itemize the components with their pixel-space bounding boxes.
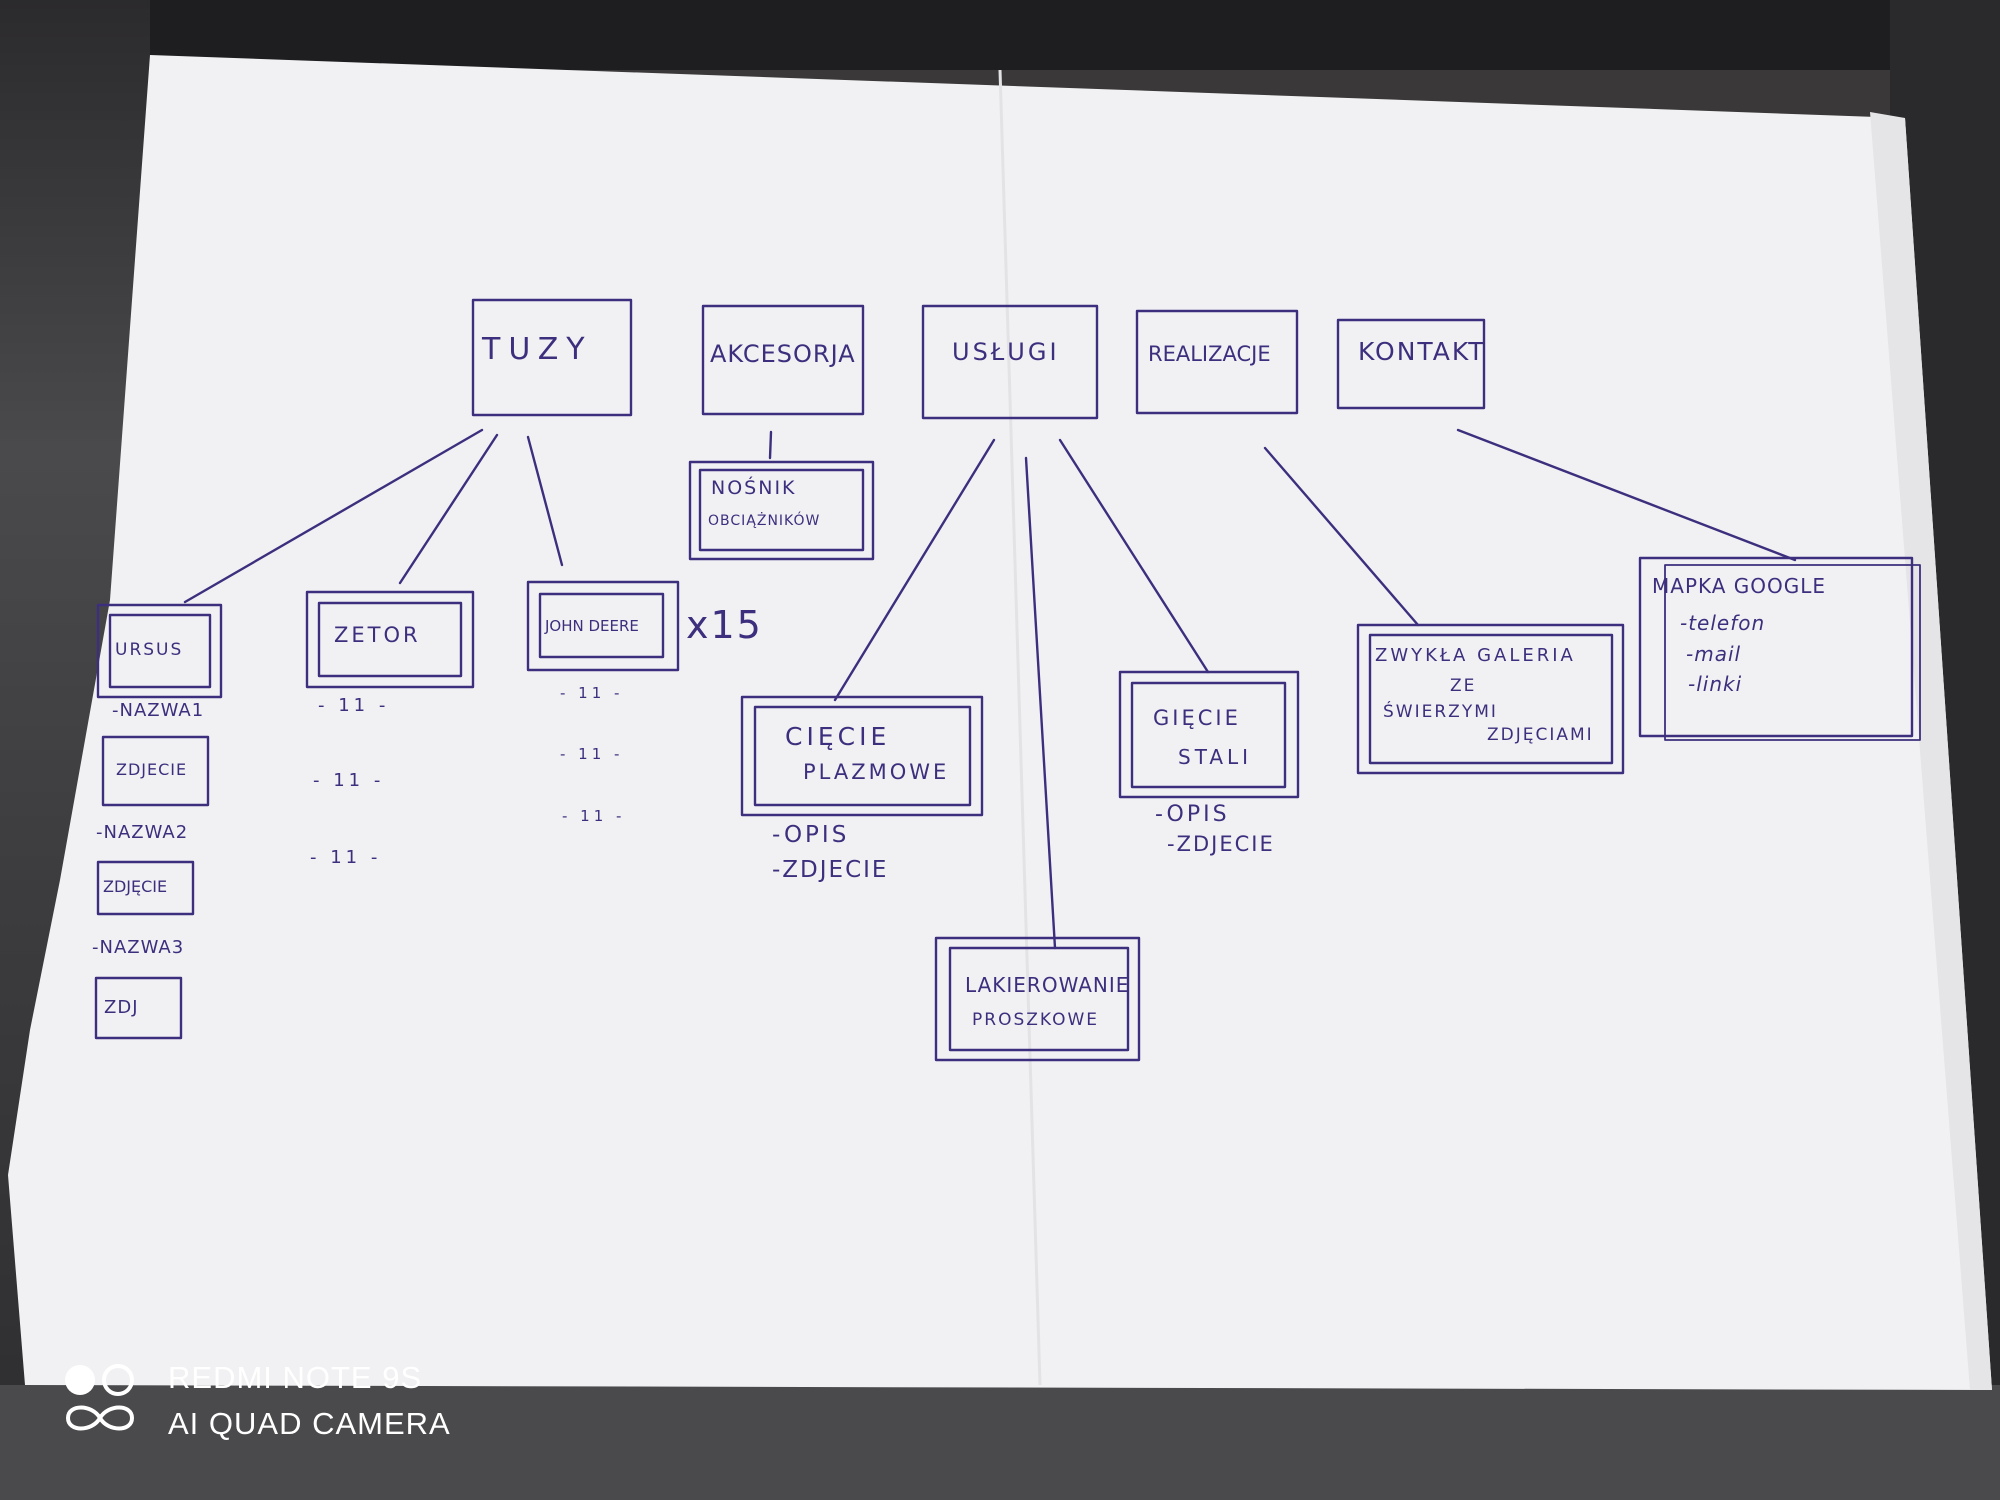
realizacje-label: REALIZACJE — [1148, 342, 1271, 366]
watermark-line1: REDMI NOTE 9S — [168, 1360, 423, 1395]
connector-tuzy-ursus — [183, 428, 484, 604]
tuzy-label: TUZY — [482, 332, 593, 367]
uslugi-label: USŁUGI — [952, 338, 1060, 366]
realizacje-box — [1135, 309, 1299, 415]
ciecie-line2: PLAZMOWE — [803, 760, 950, 784]
ursus-item-3: -NAZWA2 — [96, 822, 189, 843]
nosnik-box-inner — [698, 468, 865, 552]
ursus-box-inner — [108, 613, 212, 689]
akcesoria-label: AKCESORJA — [710, 340, 856, 368]
john-deere-item-3: - 11 - — [562, 807, 626, 825]
galeria-line2: ZE — [1450, 676, 1477, 696]
giecie-box-outer — [1118, 670, 1300, 799]
connector-tuzy-zetor — [398, 433, 499, 585]
zetor-box-outer — [305, 590, 475, 689]
watermark-text: REDMI NOTE 9S AI QUAD CAMERA — [168, 1355, 451, 1447]
connector-kontakt-mapka — [1456, 428, 1797, 562]
ursus-item-1: -NAZWA1 — [112, 700, 205, 721]
ciecie-box-outer — [740, 695, 984, 817]
lakierowanie-line2: PROSZKOWE — [972, 1010, 1100, 1030]
zetor-item-2: - 11 - — [313, 770, 385, 791]
zetor-box-inner — [317, 601, 463, 678]
ursus-photo-box-2 — [96, 860, 195, 916]
john-deere-box-inner — [538, 592, 665, 659]
table-surface-top — [0, 0, 2000, 70]
zetor-item-3: - 11 - — [310, 847, 382, 868]
ursus-photo-box-3 — [94, 976, 183, 1040]
john-deere-item-1: - 11 - — [560, 684, 624, 702]
ciecie-box-inner — [753, 705, 972, 807]
john-deere-multiplier: x15 — [686, 603, 763, 647]
galeria-line1: ZWYKŁA GALERIA — [1375, 645, 1576, 666]
john-deere-label: JOHN DEERE — [545, 617, 639, 635]
ursus-item-2: ZDJECIE — [116, 760, 188, 779]
connector-realizacje-galeria — [1263, 446, 1420, 627]
galeria-line4: ZDJĘCIAMI — [1487, 725, 1594, 745]
ursus-box-outer — [96, 603, 223, 699]
john-deere-item-2: - 11 - — [560, 745, 624, 763]
zetor-item-1: - 11 - — [318, 695, 390, 716]
giecie-item-2: -ZDJECIE — [1167, 832, 1275, 856]
ciecie-line1: CIĘCIE — [785, 722, 891, 751]
giecie-item-1: -OPIS — [1155, 802, 1230, 827]
paper-edge — [1870, 112, 1992, 1390]
lakierowanie-box-inner — [948, 946, 1130, 1052]
ursus-item-4: ZDJĘCIE — [103, 877, 168, 896]
lakierowanie-box-outer — [934, 936, 1141, 1062]
connector-uslugi-lakierowanie — [1024, 456, 1057, 950]
camera-logo-icon — [65, 1364, 135, 1431]
nosnik-box-outer — [688, 460, 875, 561]
connector-uslugi-ciecie — [833, 438, 996, 702]
giecie-box-inner — [1130, 681, 1287, 789]
ciecie-item-1: -OPIS — [772, 822, 850, 848]
giecie-line2: STALI — [1178, 745, 1253, 769]
john-deere-box-outer — [526, 580, 680, 672]
fabric-bottom — [0, 1385, 2000, 1500]
mapka-box — [1638, 556, 1914, 738]
galeria-box-inner — [1368, 633, 1614, 765]
galeria-box-outer — [1356, 623, 1625, 775]
zetor-label: ZETOR — [334, 623, 421, 647]
galeria-line3: ŚWIERZYMI — [1383, 702, 1498, 722]
connector-uslugi-giecie — [1058, 438, 1210, 674]
nosnik-line2: OBCIĄŻNIKÓW — [708, 513, 821, 529]
tuzy-box — [471, 298, 633, 417]
nosnik-line1: NOŚNIK — [711, 477, 797, 499]
akcesoria-box — [701, 304, 865, 416]
mapka-title: MAPKA GOOGLE — [1652, 574, 1827, 598]
ursus-item-5: -NAZWA3 — [92, 937, 185, 958]
mapka-box-shadow — [1664, 564, 1921, 741]
ursus-label: URSUS — [115, 640, 184, 660]
kontakt-label: KONTAKT — [1358, 337, 1486, 366]
ursus-photo-box-1 — [101, 735, 210, 807]
kontakt-box — [1336, 318, 1486, 410]
mapka-item-1: -telefon — [1680, 611, 1766, 635]
ursus-item-6: ZDJ — [104, 997, 139, 1018]
uslugi-box — [921, 304, 1099, 420]
paper-fold — [998, 69, 1042, 1386]
mapka-item-3: -linki — [1688, 672, 1743, 696]
paper-surface — [8, 55, 1992, 1390]
watermark-line2: AI QUAD CAMERA — [168, 1406, 451, 1441]
connector-akcesoria-nosnik — [768, 430, 773, 460]
giecie-line1: GIĘCIE — [1153, 706, 1241, 730]
mapka-item-2: -mail — [1686, 642, 1742, 666]
lakierowanie-line1: LAKIEROWANIE — [965, 973, 1130, 997]
connector-tuzy-john-deere — [526, 435, 564, 567]
ciecie-item-2: -ZDJECIE — [772, 857, 889, 883]
